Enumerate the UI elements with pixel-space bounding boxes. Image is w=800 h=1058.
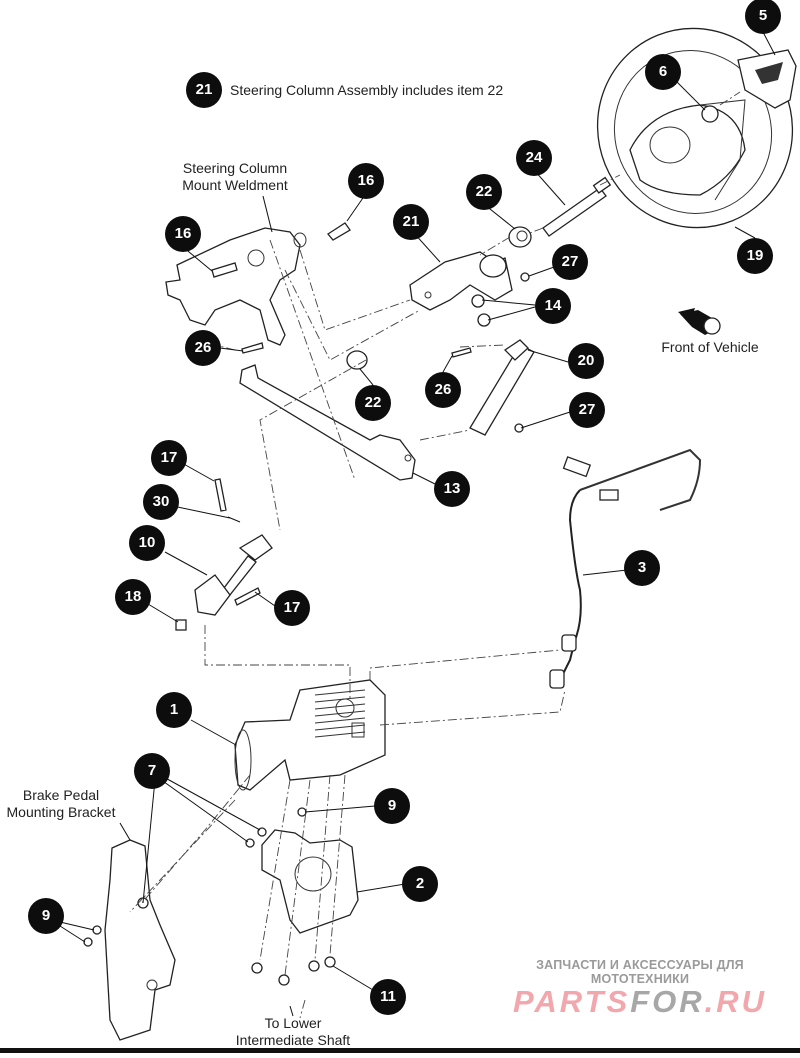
nut-27a	[520, 272, 530, 282]
bolt-9-plate	[297, 807, 307, 817]
assembly-note-text: Steering Column Assembly includes item 2…	[230, 82, 504, 98]
callout-3[interactable]: 3	[624, 550, 660, 586]
label-mount-weldment: Steering Column Mount Weldment	[170, 160, 300, 194]
watermark: ЗАПЧАСТИ И АКСЕССУАРЫ ДЛЯ МОТОТЕХНИКИ PA…	[490, 958, 790, 1020]
bolt-11c	[308, 960, 320, 972]
callout-26-left[interactable]: 26	[185, 330, 221, 366]
nut-27b	[514, 423, 524, 433]
callout-9-bracket[interactable]: 9	[28, 898, 64, 934]
bushing-upper	[508, 226, 532, 248]
power-steering-unit	[234, 679, 386, 791]
watermark-brand-part1: PARTS	[512, 984, 631, 1019]
callout-21[interactable]: 21	[393, 204, 429, 240]
bolt-17b	[234, 587, 261, 606]
bolt-17a	[214, 478, 227, 512]
callout-16-right[interactable]: 16	[348, 163, 384, 199]
callout-17-upper[interactable]: 17	[151, 440, 187, 476]
bolt-26b	[451, 347, 472, 358]
callout-17-lower[interactable]: 17	[274, 590, 310, 626]
steering-column-assembly	[409, 251, 513, 311]
intermediate-shaft	[194, 534, 273, 616]
callout-2[interactable]: 2	[402, 866, 438, 902]
callout-11[interactable]: 11	[370, 979, 406, 1015]
label-line: Mounting Bracket	[6, 804, 116, 820]
wire-harness	[549, 448, 702, 689]
steering-wheel	[596, 27, 794, 229]
nut-18	[175, 619, 187, 631]
callout-10[interactable]: 10	[129, 525, 165, 561]
label-brake-pedal-bracket: Brake Pedal Mounting Bracket	[0, 787, 122, 821]
label-line: Brake Pedal	[22, 787, 100, 803]
nut-7b	[245, 838, 255, 848]
callout-18[interactable]: 18	[115, 579, 151, 615]
nut-14a	[471, 294, 485, 308]
callout-13[interactable]: 13	[434, 471, 470, 507]
bolt-16a	[327, 222, 351, 241]
watermark-brand-part2: FOR	[630, 984, 705, 1019]
callout-24[interactable]: 24	[516, 140, 552, 176]
callout-5[interactable]: 5	[745, 0, 781, 34]
front-of-vehicle-arrow-icon	[678, 308, 721, 335]
bolt-16b	[211, 262, 238, 278]
callout-16-left[interactable]: 16	[165, 216, 201, 252]
steering-shaft	[542, 176, 612, 237]
callout-27-lower[interactable]: 27	[569, 392, 605, 428]
label-front-of-vehicle: Front of Vehicle	[661, 339, 759, 355]
assembly-note: 21 Steering Column Assembly includes ite…	[186, 72, 503, 108]
watermark-brand-part3: .RU	[704, 984, 768, 1019]
callout-22-lower[interactable]: 22	[355, 385, 391, 421]
steering-wheel-nut	[701, 105, 719, 123]
steering-wheel-cap	[737, 49, 797, 109]
brake-pedal-mounting-bracket	[104, 839, 176, 1041]
bolt-9b-1	[92, 925, 102, 935]
callout-20[interactable]: 20	[568, 343, 604, 379]
label-line: To Lower	[264, 1015, 322, 1031]
watermark-brand: PARTSFOR.RU	[490, 984, 790, 1020]
mounting-plate	[261, 829, 359, 934]
callout-19[interactable]: 19	[737, 238, 773, 274]
bolt-11a	[251, 962, 263, 974]
bushing-lower	[346, 350, 368, 370]
label-line: Mount Weldment	[182, 177, 288, 193]
gas-spring	[469, 339, 535, 436]
steering-column-mount-weldment	[165, 227, 307, 346]
callout-14[interactable]: 14	[535, 288, 571, 324]
callout-9-plate[interactable]: 9	[374, 788, 410, 824]
bolt-26a	[241, 342, 264, 354]
callout-6[interactable]: 6	[645, 54, 681, 90]
callout-21-note[interactable]: 21	[186, 72, 222, 108]
nut-14b	[477, 313, 491, 327]
bolt-11d	[324, 956, 336, 968]
callout-27-upper[interactable]: 27	[552, 244, 588, 280]
bolt-9b-2	[83, 937, 93, 947]
label-line: Intermediate Shaft	[235, 1032, 351, 1048]
callout-30[interactable]: 30	[143, 484, 179, 520]
label-line: Steering Column	[182, 160, 288, 176]
support-bracket	[239, 364, 416, 481]
bottom-border	[0, 1048, 800, 1053]
callout-7[interactable]: 7	[134, 753, 170, 789]
assembly-dashed-lines	[129, 91, 741, 1019]
callout-22-upper[interactable]: 22	[466, 174, 502, 210]
bolt-11b	[278, 974, 290, 986]
callout-26-right[interactable]: 26	[425, 372, 461, 408]
label-lower-intermediate-shaft: To Lower Intermediate Shaft	[228, 1015, 358, 1049]
watermark-tagline: ЗАПЧАСТИ И АКСЕССУАРЫ ДЛЯ МОТОТЕХНИКИ	[536, 958, 744, 986]
callout-1[interactable]: 1	[156, 692, 192, 728]
